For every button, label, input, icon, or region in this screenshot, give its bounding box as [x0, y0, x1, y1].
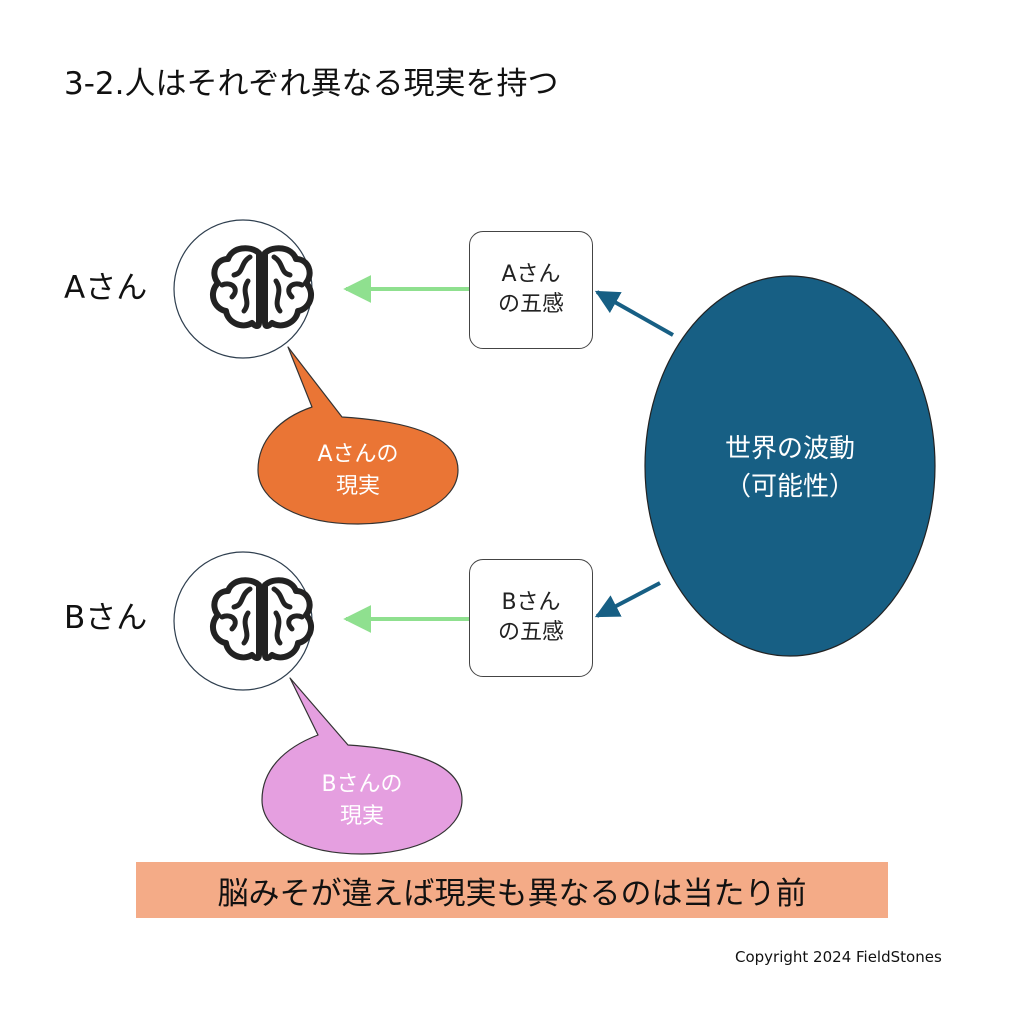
world-wave-line2: （可能性）: [724, 472, 855, 502]
senses-box-a-line2: の五感: [497, 292, 564, 317]
world-wave-ellipse: [644, 275, 936, 657]
speech-bubble-a: [257, 346, 459, 525]
reality-a-line2: 現実: [335, 474, 380, 499]
reality-b-text: Bさんの 現実: [262, 750, 462, 852]
world-wave-text: 世界の波動 （可能性）: [690, 420, 890, 516]
senses-box-b-line1: Bさん: [501, 590, 561, 615]
copyright-text: Copyright 2024 FieldStones: [735, 948, 942, 966]
senses-box-a: Aさん の五感: [469, 231, 593, 349]
reality-a-text: Aさんの 現実: [258, 420, 458, 522]
reality-a-line1: Aさんの: [317, 442, 399, 467]
reality-b-line2: 現実: [339, 804, 384, 829]
arrow-world-to-senses-a: [594, 290, 674, 337]
speech-bubble-b: [261, 677, 463, 855]
senses-box-b-line2: の五感: [497, 620, 564, 645]
reality-b-line1: Bさんの: [321, 772, 403, 797]
page-title: 3-2.人はそれぞれ異なる現実を持つ: [64, 66, 559, 102]
person-b-label: Bさん: [64, 600, 148, 636]
world-wave-line1: 世界の波動: [724, 434, 855, 464]
conclusion-banner: 脳みそが違えば現実も異なるのは当たり前: [136, 862, 888, 918]
senses-box-a-line1: Aさん: [501, 262, 561, 287]
senses-box-b: Bさん の五感: [469, 559, 593, 677]
arrow-world-to-senses-b: [594, 581, 661, 618]
person-a-label: Aさん: [64, 270, 148, 306]
